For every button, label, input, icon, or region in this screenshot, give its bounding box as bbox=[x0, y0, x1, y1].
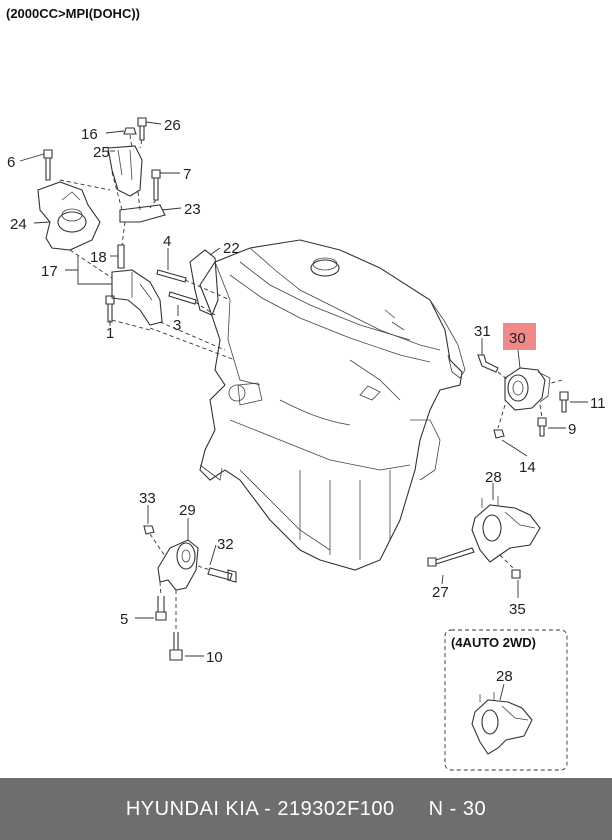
part-31-bolt bbox=[477, 354, 499, 373]
part-5-bolt bbox=[155, 596, 167, 621]
mount-29-assembly bbox=[143, 525, 237, 661]
part-11-bolt bbox=[559, 391, 569, 413]
callout-11: 11 bbox=[590, 395, 606, 412]
part-16-nut bbox=[123, 127, 137, 135]
part-14-nut bbox=[493, 429, 505, 439]
callout-16: 16 bbox=[81, 126, 98, 143]
part-32-bolt bbox=[207, 567, 237, 583]
footer-page-ref: N - 30 bbox=[428, 797, 487, 820]
part-24-insulator bbox=[37, 181, 101, 251]
callout-33: 33 bbox=[139, 490, 156, 507]
diagram-header: (2000CC>MPI(DOHC)) bbox=[6, 6, 140, 21]
part-18-stud bbox=[117, 244, 125, 269]
callout-10: 10 bbox=[206, 649, 223, 666]
part-35-bolt bbox=[511, 569, 521, 579]
leader-lines bbox=[19, 121, 588, 701]
footer-part-text: HYUNDAI KIA - 219302F100 bbox=[125, 797, 395, 820]
callout-32: 32 bbox=[217, 536, 234, 553]
part-30-insulator bbox=[504, 367, 546, 411]
callout-29: 29 bbox=[179, 502, 196, 519]
part-27-bolt bbox=[427, 547, 475, 567]
callout-35: 35 bbox=[509, 601, 526, 618]
callout-26: 26 bbox=[164, 117, 181, 134]
part-10-bolt bbox=[169, 632, 183, 661]
part-4-bolt bbox=[156, 269, 187, 283]
callout-6: 6 bbox=[7, 154, 15, 171]
callout-labels: 6 24 16 25 26 7 23 4 22 18 17 1 3 31 30 … bbox=[7, 117, 606, 666]
part-1-bolt bbox=[105, 295, 115, 323]
part-29-mount bbox=[157, 539, 199, 591]
engine-block bbox=[199, 239, 466, 571]
callout-3: 3 bbox=[173, 317, 181, 334]
inset-4auto-2wd: (4AUTO 2WD) 28 bbox=[444, 629, 568, 771]
part-9-bolt bbox=[537, 417, 547, 437]
part-23-bracket bbox=[119, 204, 166, 223]
callout-23: 23 bbox=[184, 201, 201, 218]
part-26-bolt bbox=[137, 117, 147, 141]
part-7-bolt bbox=[151, 169, 161, 201]
inset-part-28-mount bbox=[471, 699, 533, 755]
callout-22: 22 bbox=[223, 240, 240, 257]
callout-18: 18 bbox=[90, 249, 107, 266]
part-6-bolt bbox=[43, 149, 53, 181]
inset-title: (4AUTO 2WD) bbox=[451, 635, 536, 650]
callout-5: 5 bbox=[120, 611, 128, 628]
callout-27: 27 bbox=[432, 584, 449, 601]
callout-28: 28 bbox=[485, 469, 502, 486]
engine-mount-diagram: (2000CC>MPI(DOHC)) bbox=[6, 6, 606, 771]
left-mount-assembly bbox=[37, 117, 236, 361]
part-28-mount bbox=[471, 504, 541, 563]
callout-24: 24 bbox=[10, 216, 27, 233]
callout-1: 1 bbox=[106, 325, 114, 342]
right-mount-assembly bbox=[477, 323, 569, 439]
footer-bar: HYUNDAI KIA - 219302F100 N - 30 bbox=[0, 778, 612, 840]
part-25-bracket bbox=[107, 145, 143, 197]
part-17-bracket bbox=[111, 269, 163, 326]
part-33-nut bbox=[143, 525, 155, 535]
mount-28-assembly bbox=[427, 496, 541, 579]
callout-28-inset: 28 bbox=[496, 668, 513, 685]
part-22-bracket bbox=[189, 249, 219, 316]
callout-31: 31 bbox=[474, 323, 491, 340]
callout-14: 14 bbox=[519, 459, 536, 476]
callout-4: 4 bbox=[163, 233, 171, 250]
callout-30: 30 bbox=[509, 330, 526, 347]
callout-9: 9 bbox=[568, 421, 576, 438]
callout-7: 7 bbox=[183, 166, 191, 183]
callout-25: 25 bbox=[93, 144, 110, 161]
callout-17: 17 bbox=[41, 263, 58, 280]
highlight-30 bbox=[503, 323, 536, 350]
part-3-bolt bbox=[168, 291, 197, 305]
